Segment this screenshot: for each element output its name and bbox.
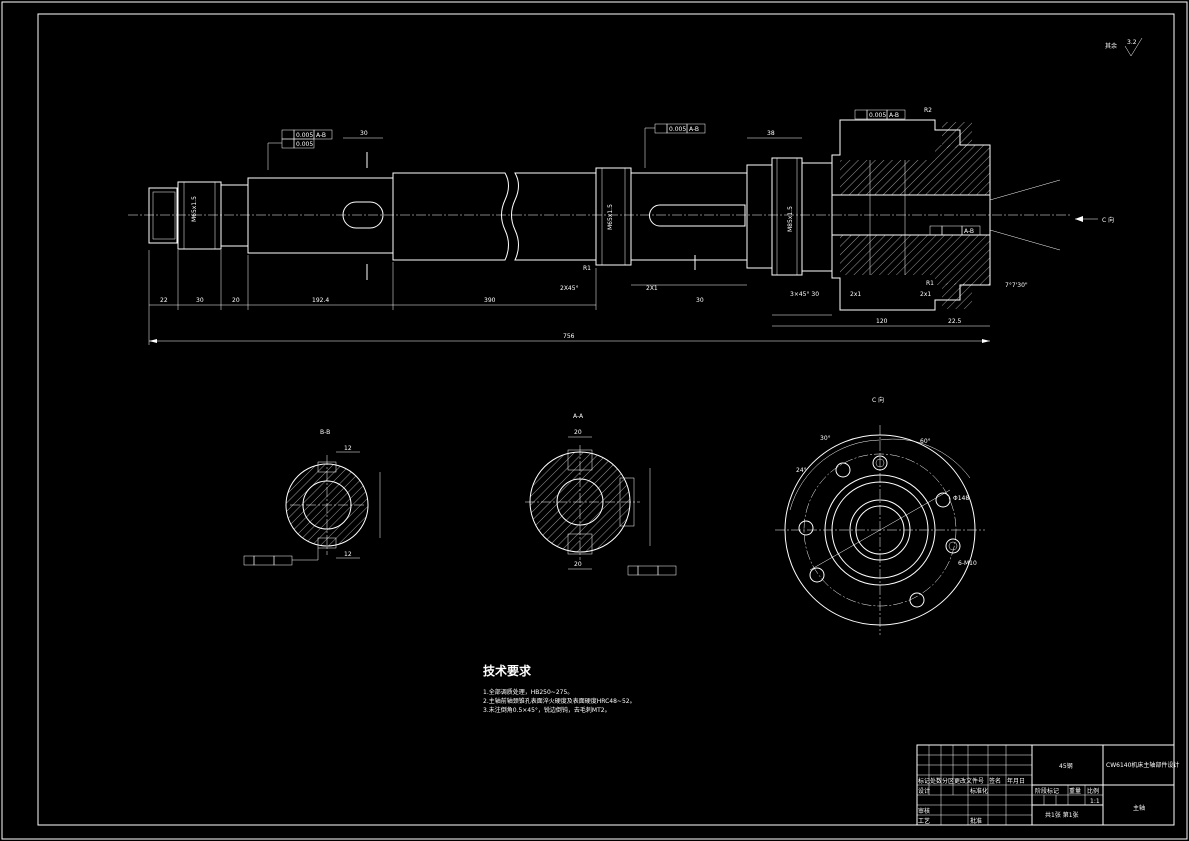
svg-text:R1: R1 <box>583 265 591 272</box>
svg-text:30: 30 <box>360 130 368 137</box>
tolerance-frames: 0.005 A-B 0.005 0.005 A-B 0.005 A-B A-B <box>267 109 981 236</box>
svg-text:30°: 30° <box>820 435 831 442</box>
tech-note-3: 3.未注倒角0.5×45°，锐边倒钝，去毛刺MT2。 <box>483 706 611 714</box>
svg-text:标准化: 标准化 <box>970 787 988 795</box>
section-cut-marks <box>366 152 696 280</box>
svg-text:M65x1.5: M65x1.5 <box>191 196 198 222</box>
keyway-left <box>342 201 384 229</box>
material-label: 45钢 <box>1059 762 1073 770</box>
svg-text:共1张 第1张: 共1张 第1张 <box>1045 811 1079 819</box>
svg-text:C 向: C 向 <box>1102 216 1114 224</box>
shaft-dimension-labels: M65x1.5 M65x1.5 M85x1.5 R1 R1 R2 7°7'30"… <box>191 107 1114 289</box>
svg-text:审核: 审核 <box>918 807 930 815</box>
section-b: B-B 12 12 <box>243 429 381 566</box>
svg-text:A-A: A-A <box>573 413 584 420</box>
svg-text:工艺: 工艺 <box>918 817 930 825</box>
svg-text:更改文件号: 更改文件号 <box>954 777 984 785</box>
svg-text:年月日: 年月日 <box>1007 777 1025 785</box>
svg-text:0.005: 0.005 <box>669 126 686 133</box>
svg-text:处数: 处数 <box>930 777 942 785</box>
inner-frame <box>37 13 1175 826</box>
svg-text:756: 756 <box>563 333 575 340</box>
drawing-title: CW6140机床主轴部件设计 <box>1106 761 1179 769</box>
svg-text:192.4: 192.4 <box>312 297 329 304</box>
keyway-right <box>649 204 746 227</box>
svg-text:分区: 分区 <box>942 777 954 785</box>
svg-text:24°: 24° <box>796 467 807 474</box>
shaft-main-view <box>128 119 1070 311</box>
svg-text:C 向: C 向 <box>872 396 884 404</box>
svg-text:A-B: A-B <box>689 126 699 133</box>
svg-text:批准: 批准 <box>970 817 982 825</box>
tech-title: 技术要求 <box>483 663 532 678</box>
svg-text:A-B: A-B <box>316 132 326 139</box>
svg-text:12: 12 <box>344 551 352 558</box>
svg-text:A-B: A-B <box>964 228 974 235</box>
svg-text:比例: 比例 <box>1087 787 1099 795</box>
svg-text:60°: 60° <box>920 438 931 445</box>
svg-text:7°7'30": 7°7'30" <box>1005 282 1028 289</box>
svg-text:30: 30 <box>196 297 204 304</box>
svg-text:0.005: 0.005 <box>296 132 313 139</box>
svg-text:R2: R2 <box>924 107 932 114</box>
svg-text:38: 38 <box>767 130 775 137</box>
svg-text:R1: R1 <box>926 280 934 287</box>
section-a: A-A 20 20 <box>525 413 677 576</box>
svg-text:390: 390 <box>484 297 496 304</box>
svg-text:Φ148: Φ148 <box>953 495 969 502</box>
roughness-mark: 其余 3.2 <box>1105 37 1143 57</box>
svg-text:2X45°: 2X45° <box>560 285 579 292</box>
svg-text:标记: 标记 <box>918 777 930 785</box>
length-dimensions: 22 30 20 192.4 390 2X45° 2X1 30 38 30 3×… <box>148 130 990 345</box>
tech-note-2: 2.主轴前轴颈锥孔表面淬火硬度及表面硬度HRC48~52。 <box>483 697 636 705</box>
svg-text:设计: 设计 <box>918 787 930 795</box>
part-name: 主轴 <box>1133 804 1145 812</box>
svg-text:22.5: 22.5 <box>948 318 962 325</box>
svg-text:0.005: 0.005 <box>296 141 313 148</box>
svg-text:6-M10: 6-M10 <box>958 560 977 567</box>
svg-text:阶段标记: 阶段标记 <box>1035 787 1059 795</box>
svg-text:签名: 签名 <box>989 777 1001 785</box>
svg-text:3×45° 30: 3×45° 30 <box>790 291 819 298</box>
svg-text:2x1: 2x1 <box>920 291 931 298</box>
tech-note-1: 1.全部调质处理，HB250~275。 <box>483 688 573 696</box>
svg-text:30: 30 <box>696 297 704 304</box>
svg-text:其余: 其余 <box>1105 42 1117 50</box>
svg-text:0.005: 0.005 <box>869 112 886 119</box>
svg-text:2x1: 2x1 <box>850 291 861 298</box>
svg-text:120: 120 <box>876 318 888 325</box>
title-block: 标记 处数 分区 更改文件号 签名 年月日 设计 审核 工艺 标准化 批准 45… <box>916 744 1179 826</box>
svg-text:重量: 重量 <box>1069 787 1081 795</box>
svg-text:20: 20 <box>574 429 582 436</box>
svg-text:20: 20 <box>232 297 240 304</box>
technical-requirements: 技术要求 1.全部调质处理，HB250~275。 2.主轴前轴颈锥孔表面淬火硬度… <box>483 663 636 714</box>
view-c: C 向 30° 60° 24° Φ148 6-M10 <box>775 396 985 635</box>
svg-text:M85x1.5: M85x1.5 <box>787 206 794 232</box>
svg-text:3.2: 3.2 <box>1127 39 1137 46</box>
svg-text:B-B: B-B <box>320 429 330 436</box>
svg-text:12: 12 <box>344 445 352 452</box>
svg-text:20: 20 <box>574 561 582 568</box>
svg-text:1:1: 1:1 <box>1090 798 1100 805</box>
svg-text:22: 22 <box>160 297 168 304</box>
svg-text:M65x1.5: M65x1.5 <box>607 204 614 230</box>
svg-text:A-B: A-B <box>889 112 899 119</box>
svg-text:2X1: 2X1 <box>646 285 658 292</box>
